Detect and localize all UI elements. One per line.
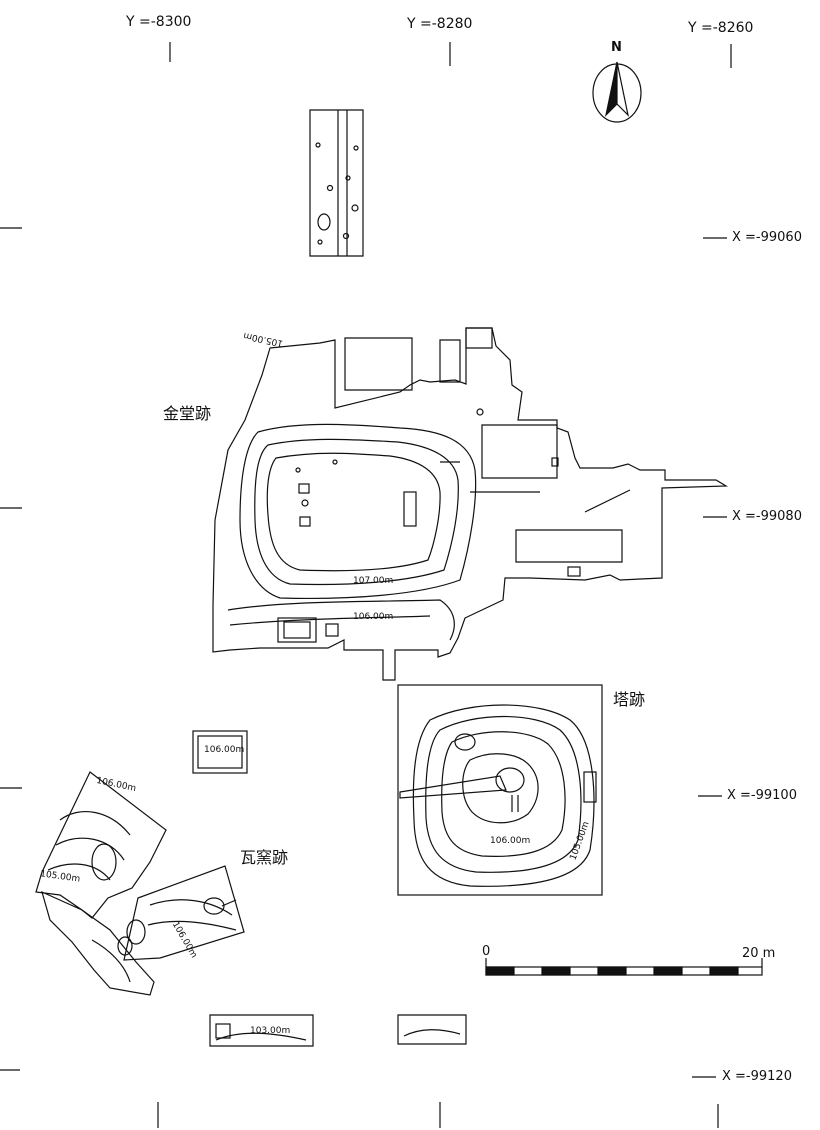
site-label-kondo: 金堂跡 bbox=[163, 404, 212, 423]
north-label: N bbox=[611, 40, 622, 55]
site-label-kiln: 瓦窯跡 bbox=[240, 848, 289, 867]
kondo-excavation bbox=[212, 327, 729, 681]
scale-end-label: 20 m bbox=[742, 946, 776, 961]
scale-start-label: 0 bbox=[482, 944, 491, 959]
grid-x-label-3: X =-99100 bbox=[727, 788, 797, 803]
top-trench bbox=[309, 109, 364, 257]
contour-label-106-pagoda: 106.00m bbox=[490, 836, 531, 846]
pagoda-excavation bbox=[397, 684, 603, 896]
contour-label-106-small: 106.00m bbox=[204, 745, 245, 755]
kiln-excavation bbox=[35, 771, 245, 996]
contour-label-107: 107.00m bbox=[353, 576, 394, 586]
small-trench-left bbox=[192, 730, 248, 774]
grid-y-label-3: Y =-8260 bbox=[688, 20, 754, 36]
contour-label-103-bottom: 103.00m bbox=[250, 1026, 291, 1036]
grid-x-label-1: X =-99060 bbox=[732, 230, 802, 245]
grid-y-label-2: Y =-8280 bbox=[407, 16, 473, 32]
grid-y-label-1: Y =-8300 bbox=[126, 14, 192, 30]
grid-ticks bbox=[0, 42, 732, 1128]
contour-label-106-main: 106.00m bbox=[353, 612, 394, 622]
grid-x-label-2: X =-99080 bbox=[732, 509, 802, 524]
north-arrow-icon bbox=[592, 61, 642, 123]
grid-x-label-4: X =-99120 bbox=[722, 1069, 792, 1084]
bottom-trenches bbox=[209, 1014, 467, 1047]
site-label-pagoda: 塔跡 bbox=[613, 690, 646, 709]
scale-bar bbox=[485, 958, 763, 976]
